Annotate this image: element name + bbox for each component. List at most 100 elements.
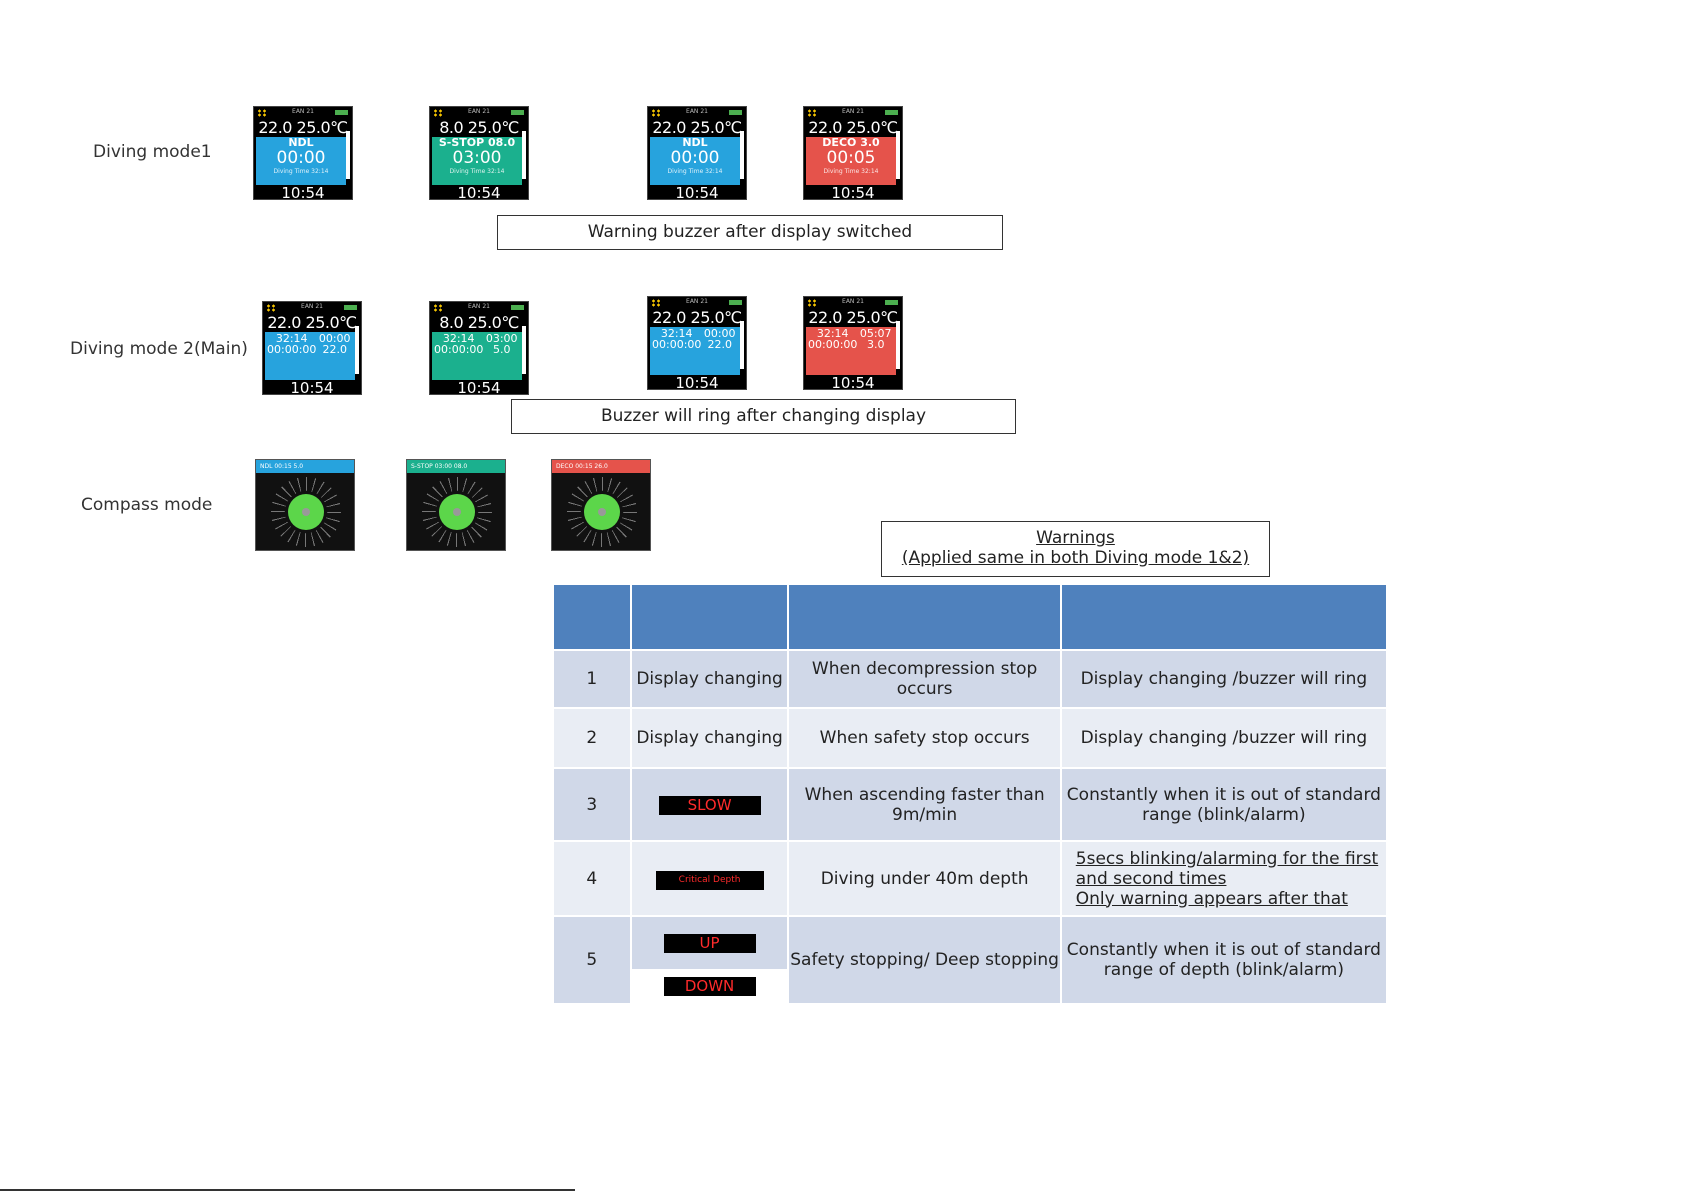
menu-dots-icon [266, 304, 276, 312]
menu-dots-icon [433, 109, 443, 117]
depth-temp: 22.0 25.0℃ [652, 308, 742, 327]
compass-display: S-STOP 03:00 08.0 [406, 459, 506, 551]
level-bar [355, 326, 359, 374]
mode-label: DECO 3.0 [822, 136, 880, 149]
menu-dots-icon [433, 304, 443, 312]
up-indicator: UP [663, 933, 756, 953]
bottom-rule [0, 1189, 575, 1191]
menu-dots-icon [257, 109, 267, 117]
table-header [552, 583, 1389, 651]
value-l2: 00:00:00 [267, 343, 317, 356]
action-text-a: 5secs blinking/alarming for the first an… [1075, 848, 1379, 889]
menu-dots-icon [651, 299, 661, 307]
battery-icon [511, 110, 524, 115]
note-mode2: Buzzer will ring after changing display [511, 399, 1016, 434]
menu-dots-icon [651, 109, 661, 117]
level-bar [740, 131, 744, 179]
cell-action: Display changing /buzzer will ring [1059, 649, 1389, 709]
battery-icon [344, 305, 357, 310]
watch-status-bar: EAN 21 [254, 107, 352, 119]
depth-temp: 22.0 25.0℃ [808, 308, 898, 327]
battery-icon [511, 305, 524, 310]
value-l1: 32:14 [442, 332, 475, 345]
clock: 10:54 [831, 184, 875, 200]
cell-display: Display changing [629, 707, 790, 769]
watch-status-bar: EAN 21 [804, 297, 902, 309]
watch-status-bar: EAN 21 [430, 302, 528, 314]
cell-condition: When safety stop occurs [787, 707, 1062, 769]
action-text-b: Only warning appears after that [1075, 888, 1348, 909]
diving-time: Diving Time 32:14 [667, 168, 723, 175]
cell-display: SLOW [629, 767, 790, 842]
compass-display: NDL 00:15 5.0 [255, 459, 355, 551]
compass-header: DECO 00:15 26.0 [552, 460, 650, 473]
table-row: 1 Display changing When decompression st… [552, 649, 1389, 709]
clock: 10:54 [831, 374, 875, 390]
value-r1: 05:07 [859, 327, 892, 340]
cell-condition: When decompression stop occurs [787, 649, 1062, 709]
compass-display: DECO 00:15 26.0 [551, 459, 651, 551]
value-l2: 00:00:00 [808, 338, 858, 351]
value-r2: 5.0 [492, 343, 511, 356]
mode-label: NDL [288, 136, 314, 149]
diving-time: Diving Time 32:14 [449, 168, 505, 175]
cell-condition: Diving under 40m depth [787, 840, 1062, 917]
gas-label: EAN 21 [842, 108, 864, 115]
value-l2: 00:00:00 [652, 338, 702, 351]
diving-time: Diving Time 32:14 [823, 168, 879, 175]
level-bar [740, 321, 744, 369]
dial-center [598, 508, 606, 516]
value-l2: 00:00:00 [434, 343, 484, 356]
gas-label: EAN 21 [842, 298, 864, 305]
depth-temp: 22.0 25.0℃ [258, 118, 348, 137]
value-l1: 32:14 [816, 327, 849, 340]
clock: 10:54 [675, 184, 719, 200]
watch-status-bar: EAN 21 [804, 107, 902, 119]
depth-temp: 22.0 25.0℃ [808, 118, 898, 137]
gas-label: EAN 21 [301, 303, 323, 310]
compass-header: S-STOP 03:00 08.0 [407, 460, 505, 473]
clock: 10:54 [675, 374, 719, 390]
battery-icon [729, 300, 742, 305]
level-bar [522, 326, 526, 374]
cell-action: Display changing /buzzer will ring [1059, 707, 1389, 769]
cell-no: 2 [552, 707, 632, 769]
battery-icon [335, 110, 348, 115]
cell-condition: Safety stopping/ Deep stopping [787, 915, 1062, 1005]
menu-dots-icon [807, 109, 817, 117]
value-r1: 03:00 [485, 332, 518, 345]
warnings-table: 1 Display changing When decompression st… [552, 583, 1389, 1005]
battery-icon [729, 110, 742, 115]
compass-dial-icon [567, 477, 637, 547]
value-r2: 3.0 [866, 338, 885, 351]
clock: 10:54 [457, 184, 501, 200]
table-row: 2 Display changing When safety stop occu… [552, 707, 1389, 769]
clock: 10:54 [457, 379, 501, 395]
row-label-mode1: Diving mode1 [93, 142, 212, 162]
mode-time: 00:00 [276, 148, 326, 168]
clock: 10:54 [281, 184, 325, 200]
warnings-title-box: Warnings (Applied same in both Diving mo… [881, 521, 1270, 577]
warnings-subtitle: (Applied same in both Diving mode 1&2) [901, 548, 1250, 568]
dial-center [302, 508, 310, 516]
gas-label: EAN 21 [292, 108, 314, 115]
critical-depth-indicator: Critical Depth [655, 871, 764, 890]
cell-no: 5 [552, 915, 632, 1005]
dial-center [453, 508, 461, 516]
depth-temp: 22.0 25.0℃ [267, 313, 357, 332]
mode-label: S-STOP 08.0 [438, 136, 516, 149]
cell-no: 1 [552, 649, 632, 709]
